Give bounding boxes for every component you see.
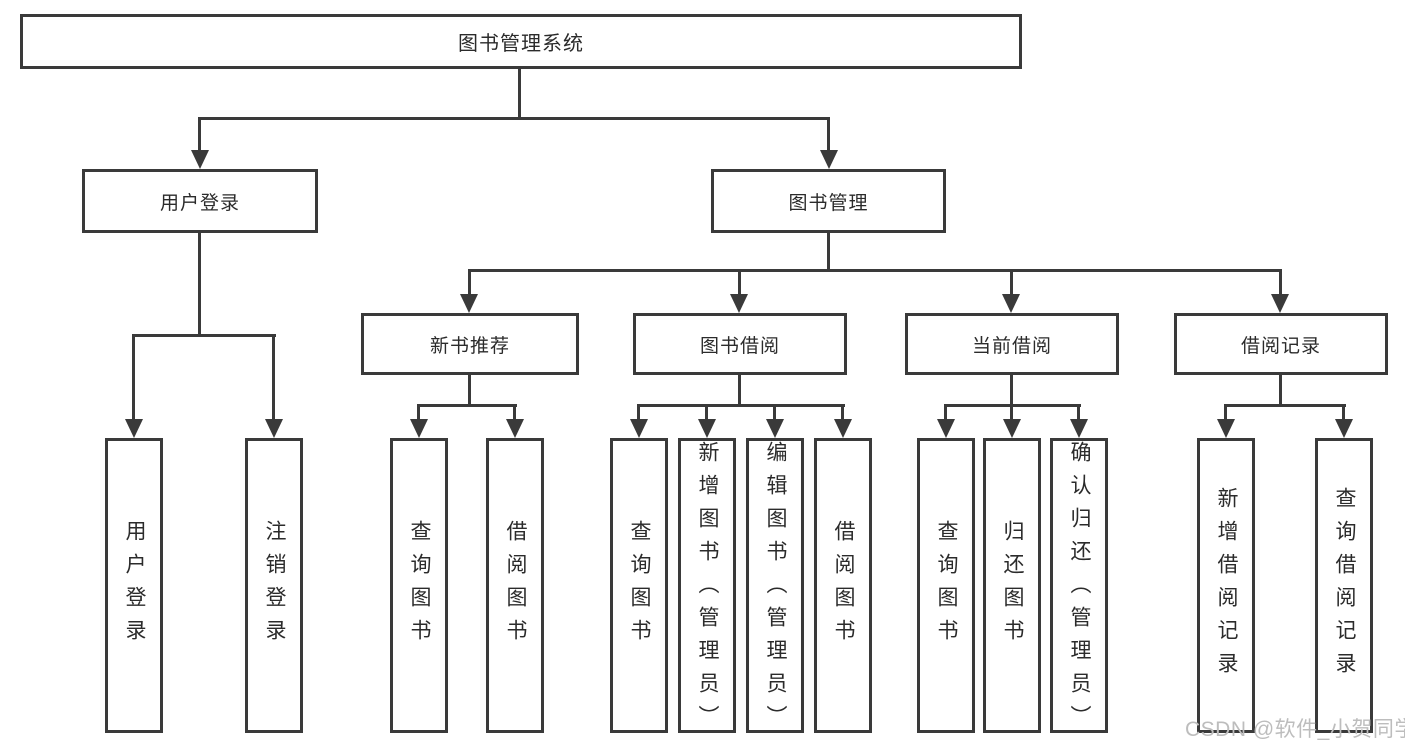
connector-borrow-records-hbar: [1224, 404, 1346, 407]
leaf-user-login: 用户登录: [105, 438, 163, 733]
connector-drop-current-borrow: [1010, 269, 1013, 296]
leaf-add-books-admin: 新增图书（管理员）: [678, 438, 736, 738]
node-book-management: 图书管理: [711, 169, 946, 233]
connector-drop-leaf: [272, 334, 275, 420]
connector-level2-hbar: [468, 269, 1282, 272]
arrow-down-icon: [937, 419, 955, 438]
arrow-down-icon: [730, 294, 748, 313]
arrow-down-icon: [820, 150, 838, 169]
connector-book-management-trunk: [827, 233, 830, 271]
arrow-down-icon: [1271, 294, 1289, 313]
leaf-edit-books-admin: 编辑图书（管理员）: [746, 438, 804, 738]
leaf-logout: 注销登录: [245, 438, 303, 733]
arrow-down-icon: [125, 419, 143, 438]
connector-root-trunk: [518, 69, 521, 118]
arrow-down-icon: [1002, 294, 1020, 313]
leaf-query-books-current: 查询图书: [917, 438, 975, 733]
connector-drop-borrow-records: [1279, 269, 1282, 296]
arrow-down-icon: [1335, 419, 1353, 438]
arrow-down-icon: [265, 419, 283, 438]
arrow-down-icon: [630, 419, 648, 438]
node-current-borrow: 当前借阅: [905, 313, 1119, 375]
node-new-book-recommend: 新书推荐: [361, 313, 579, 375]
connector-drop-leaf: [417, 404, 420, 420]
connector-drop-book-management: [827, 117, 830, 151]
connector-drop-leaf: [1342, 404, 1345, 420]
arrow-down-icon: [410, 419, 428, 438]
connector-drop-leaf: [773, 404, 776, 420]
connector-book-borrow-trunk: [738, 375, 741, 407]
connector-drop-leaf: [705, 404, 708, 420]
leaf-query-borrow-record: 查询借阅记录: [1315, 438, 1373, 733]
connector-user-login-trunk: [198, 233, 201, 336]
connector-new-books-trunk: [468, 375, 471, 407]
connector-drop-book-borrow: [738, 269, 741, 296]
arrow-down-icon: [1217, 419, 1235, 438]
arrow-down-icon: [698, 419, 716, 438]
arrow-down-icon: [460, 294, 478, 313]
node-user-login: 用户登录: [82, 169, 318, 233]
connector-drop-leaf: [841, 404, 844, 420]
connector-drop-new-books: [468, 269, 471, 296]
leaf-query-books-recommend: 查询图书: [390, 438, 448, 733]
csdn-watermark: CSDN @软件_小贺同学: [1185, 718, 1405, 741]
arrow-down-icon: [834, 419, 852, 438]
connector-book-borrow-hbar: [637, 404, 845, 407]
connector-drop-leaf: [637, 404, 640, 420]
arrow-down-icon: [1070, 419, 1088, 438]
node-root-library-system: 图书管理系统: [20, 14, 1022, 69]
leaf-confirm-return-admin: 确认归还（管理员）: [1050, 438, 1108, 738]
arrow-down-icon: [1003, 419, 1021, 438]
connector-current-borrow-trunk: [1010, 375, 1013, 407]
connector-drop-leaf: [1010, 404, 1013, 420]
connector-drop-leaf: [944, 404, 947, 420]
connector-drop-leaf: [513, 404, 516, 420]
arrow-down-icon: [191, 150, 209, 169]
leaf-borrow-books: 借阅图书: [814, 438, 872, 733]
connector-borrow-records-trunk: [1279, 375, 1282, 407]
connector-drop-leaf: [1224, 404, 1227, 420]
connector-level1-hbar: [198, 117, 830, 120]
connector-user-login-hbar: [132, 334, 276, 337]
arrow-down-icon: [506, 419, 524, 438]
leaf-return-books: 归还图书: [983, 438, 1041, 733]
connector-drop-user-login: [198, 117, 201, 151]
leaf-borrow-books-recommend: 借阅图书: [486, 438, 544, 733]
node-book-borrow: 图书借阅: [633, 313, 847, 375]
leaf-add-borrow-record: 新增借阅记录: [1197, 438, 1255, 733]
node-borrow-records: 借阅记录: [1174, 313, 1388, 375]
leaf-query-books-borrow: 查询图书: [610, 438, 668, 733]
connector-new-books-hbar: [417, 404, 517, 407]
connector-drop-leaf: [1077, 404, 1080, 420]
connector-drop-leaf: [132, 334, 135, 420]
arrow-down-icon: [766, 419, 784, 438]
